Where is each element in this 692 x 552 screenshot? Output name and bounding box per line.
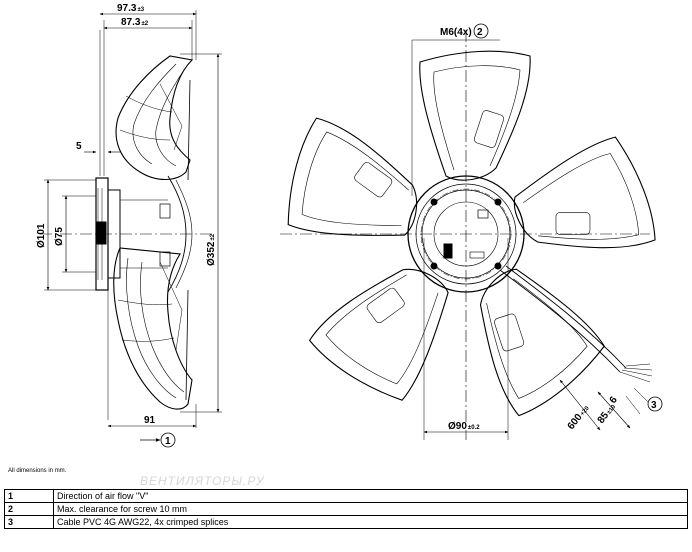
dim-87-3: 87.3 [121,17,141,28]
dim-87-3-tol: ±2 [141,21,148,27]
dim-91: 91 [144,415,156,426]
watermark: ВЕНТИЛЯТОРЫ.РУ [140,474,265,488]
dim-97-3: 97.3 [117,3,137,14]
legend-num: 3 [4,515,54,529]
units-note: All dimensions in mm. [8,468,67,474]
callout-2: 2 [477,27,483,38]
legend-row: 2 Max. clearance for screw 10 mm [4,502,688,516]
dim-5: 5 [76,141,82,152]
side-view-labels: 97.3±3 87.3±2 5 Ø101 Ø75 Ø352±2 91 1 [36,3,217,447]
legend-row: 3 Cable PVC 4G AWG22, 4x crimped splices [4,515,688,529]
dim-diam-352-tol: ±2 [210,233,216,240]
technical-drawing: 97.3±3 87.3±2 5 Ø101 Ø75 Ø352±2 91 1 [36,3,663,448]
legend-num: 1 [4,489,54,503]
dim-cable-6: 6 [608,394,620,406]
legend-text: Cable PVC 4G AWG22, 4x crimped splices [53,515,688,529]
dim-cable-600-tol: +20 [580,405,591,417]
legend-table: 1 Direction of air flow "V" 2 Max. clear… [4,489,688,529]
svg-text:Ø90±0.2: Ø90±0.2 [448,421,480,432]
dim-cable-85-tol: ±10 [606,404,617,416]
dim-diam-101: Ø101 [36,223,47,248]
legend-num: 2 [4,502,54,516]
svg-text:600+20: 600+20 [566,403,592,432]
legend-text: Max. clearance for screw 10 mm [53,502,688,516]
svg-text:Ø352±2: Ø352±2 [206,233,217,266]
callout-1: 1 [165,436,171,447]
legend-text: Direction of air flow "V" [53,489,688,503]
dim-diam-352: Ø352 [206,241,217,266]
dim-97-3-tol: ±3 [137,7,144,13]
dim-diam-90-tol: ±0.2 [468,425,480,431]
svg-text:87.3±2: 87.3±2 [121,17,149,28]
svg-text:97.3±3: 97.3±3 [117,3,145,14]
thread-label: M6(4x) [440,27,472,38]
fan-blades [277,50,661,421]
side-view [40,10,222,448]
callout-3: 3 [651,400,657,411]
front-view-labels: M6(4x) 2 3 Ø90±0.2 600+20 85±10 6 [440,27,657,432]
dim-diam-90: Ø90 [448,421,467,432]
legend-row: 1 Direction of air flow "V" [4,489,688,503]
front-view [277,23,663,440]
dim-diam-75: Ø75 [54,227,65,246]
